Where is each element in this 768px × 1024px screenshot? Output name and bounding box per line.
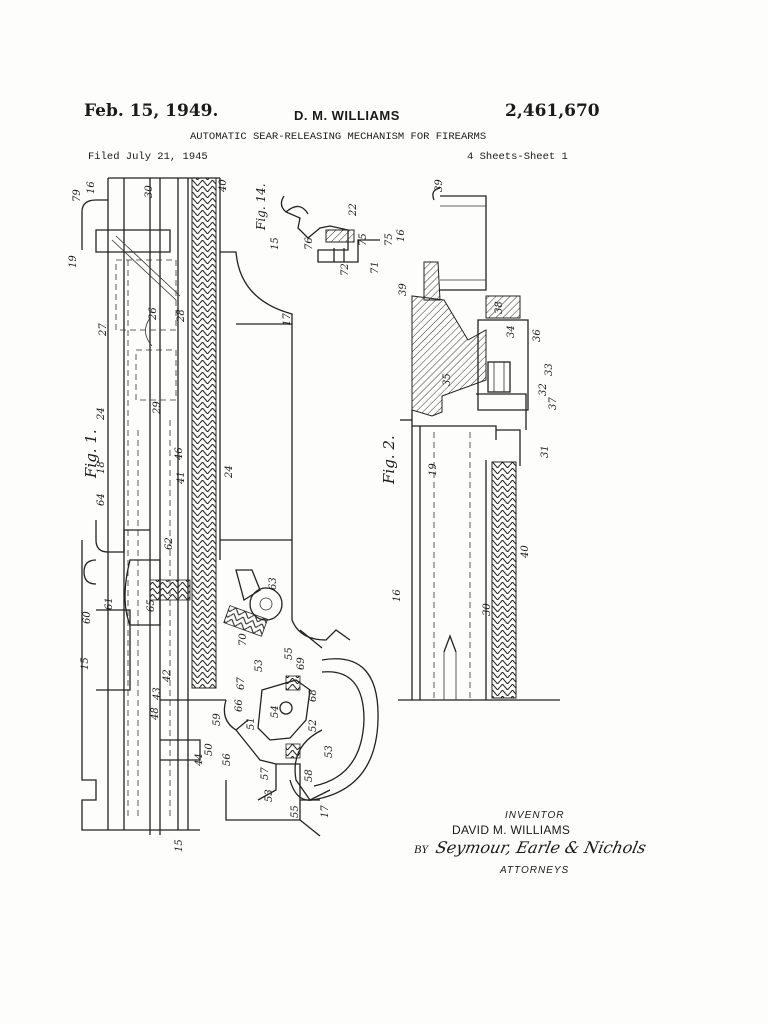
ref-16c: 16: [392, 589, 403, 602]
fig1-reference-numerals: 79 16 30 40 19 17 27 28 26 29 24 24 18 4…: [68, 179, 335, 852]
ref-72: 72: [340, 263, 351, 276]
ref-24b: 24: [224, 465, 235, 479]
ref-79: 79: [72, 189, 83, 202]
ref-52: 52: [308, 719, 319, 732]
ref-64: 64: [96, 493, 107, 506]
ref-15a: 15: [80, 657, 91, 670]
ref-71: 71: [370, 261, 381, 274]
ref-76: 76: [304, 237, 315, 250]
figure-14-label: Fig. 14.: [254, 183, 268, 230]
ref-35: 35: [442, 373, 453, 386]
ref-51: 51: [246, 717, 257, 730]
ref-24: 24: [96, 407, 107, 421]
figure-1-drawing: [81, 177, 379, 837]
ref-44: 44: [194, 753, 205, 767]
ref-59: 59: [212, 713, 223, 726]
ref-31: 31: [540, 445, 551, 458]
ref-48: 48: [150, 707, 161, 721]
patent-title: AUTOMATIC SEAR-RELEASING MECHANISM FOR F…: [190, 131, 487, 143]
ref-29: 29: [152, 401, 163, 415]
ref-70: 70: [238, 633, 249, 646]
ref-46: 46: [174, 447, 185, 461]
ref-68: 68: [308, 689, 319, 702]
ref-22: 22: [348, 203, 359, 217]
ref-18: 18: [96, 461, 107, 474]
ref-60: 60: [82, 611, 93, 624]
by-label: BY: [414, 842, 429, 856]
ref-54: 54: [270, 705, 281, 718]
inventor-header: D. M. WILLIAMS: [294, 108, 400, 123]
ref-58: 58: [304, 769, 315, 782]
ref-38: 38: [494, 301, 505, 314]
ref-62: 62: [164, 537, 175, 550]
ref-17b: 17: [320, 805, 331, 818]
ref-28: 28: [176, 309, 187, 323]
ref-37: 37: [548, 397, 559, 410]
ref-65: 65: [146, 599, 157, 612]
ref-19b: 19: [428, 463, 439, 476]
ref-40: 40: [218, 179, 229, 193]
ref-39a: 39: [434, 179, 445, 192]
ref-63: 63: [268, 577, 279, 590]
ref-53c: 53: [264, 789, 275, 802]
figure-14-drawing: [280, 195, 380, 263]
ref-36: 36: [532, 329, 543, 342]
ref-42: 42: [162, 669, 173, 683]
ref-39b: 39: [398, 283, 409, 296]
fig14-reference-numerals: 22 15 76 75 75 72 71: [270, 203, 395, 276]
inventor-name: DAVID M. WILLIAMS: [452, 823, 571, 837]
ref-53b: 53: [324, 745, 335, 758]
ref-50: 50: [204, 743, 215, 756]
ref-75a: 75: [358, 233, 369, 246]
ref-16b: 16: [396, 229, 407, 242]
ref-43: 43: [152, 687, 163, 701]
inventor-caption: INVENTOR: [505, 810, 565, 821]
ref-17: 17: [282, 313, 293, 326]
ref-53a: 53: [254, 659, 265, 672]
ref-19: 19: [68, 255, 79, 268]
patent-number: 2,461,670: [505, 101, 600, 121]
filed-date: Filed July 21, 1945: [88, 151, 208, 163]
ref-56: 56: [222, 753, 233, 766]
patent-date: Feb. 15, 1949.: [84, 101, 219, 121]
attorneys-caption: ATTORNEYS: [500, 865, 570, 876]
ref-61: 61: [104, 597, 115, 610]
ref-40b: 40: [520, 545, 531, 559]
figure-2-drawing: [398, 187, 560, 701]
ref-66: 66: [234, 699, 245, 712]
ref-16: 16: [86, 181, 97, 194]
ref-32: 32: [538, 383, 549, 396]
ref-30: 30: [144, 185, 155, 198]
ref-75b: 75: [384, 233, 395, 246]
sheet-count: 4 Sheets-Sheet 1: [467, 151, 568, 163]
ref-55a: 55: [284, 647, 295, 660]
ref-33: 33: [544, 363, 555, 376]
ref-69: 69: [296, 657, 307, 670]
attorney-signature: Seymour, Earle & Nichols: [433, 838, 648, 857]
ref-41: 41: [176, 471, 187, 485]
fig2-reference-numerals: 39 16 39 38 34 36 35 33 32 37 31 19 40 1…: [392, 179, 559, 616]
ref-34: 34: [506, 325, 517, 338]
ref-55b: 55: [290, 805, 301, 818]
ref-15b: 15: [174, 839, 185, 852]
ref-15c: 15: [270, 237, 281, 250]
ref-67: 67: [236, 677, 247, 690]
figure-2-label: Fig. 2.: [380, 435, 398, 484]
ref-57: 57: [260, 767, 271, 780]
ref-30b: 30: [482, 603, 493, 616]
ref-27: 27: [98, 323, 109, 337]
ref-26: 26: [148, 307, 159, 321]
figure-1-label: Fig. 1.: [82, 429, 100, 478]
